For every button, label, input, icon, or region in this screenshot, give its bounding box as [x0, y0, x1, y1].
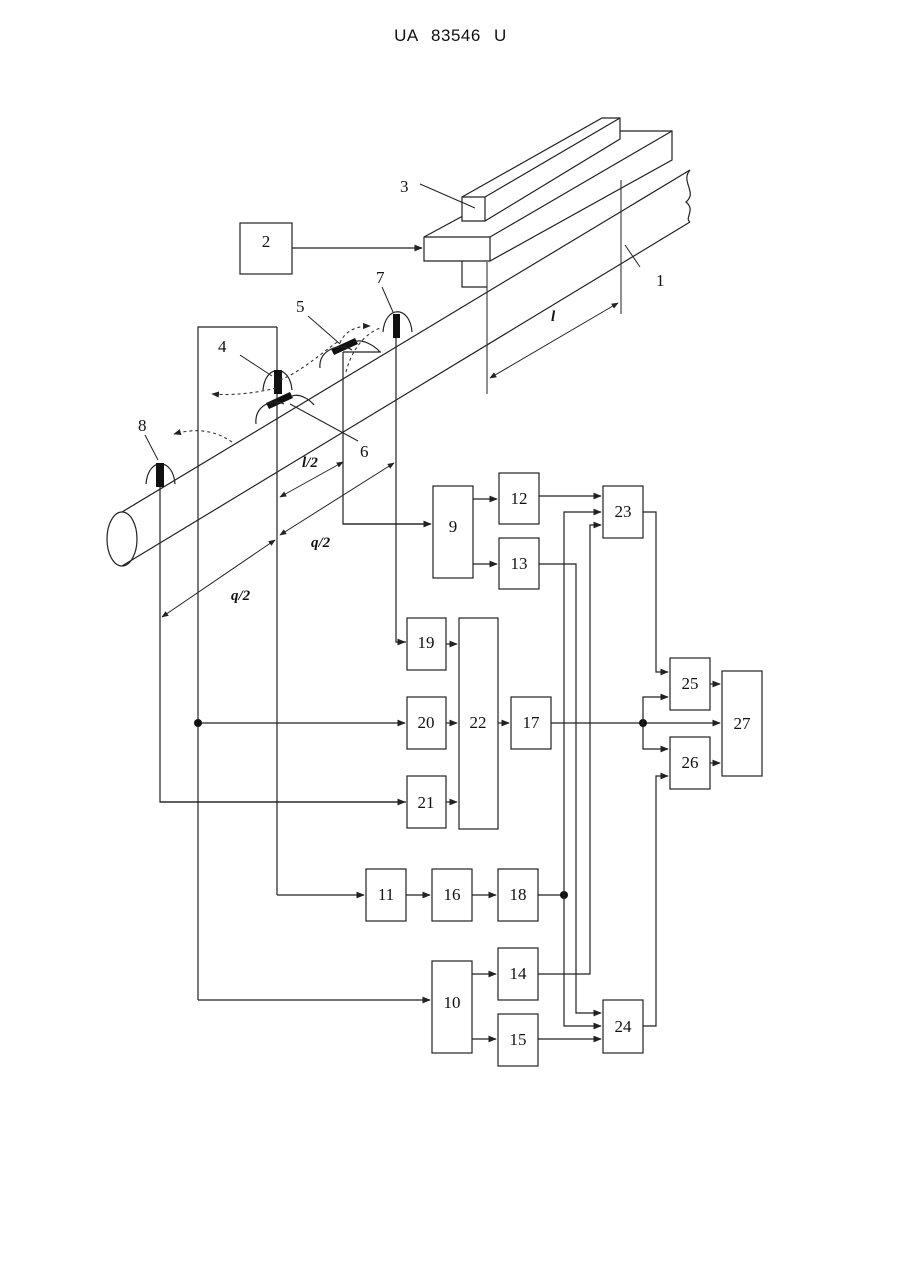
block-25-label: 25 [682, 674, 699, 693]
label-7: 7 [376, 268, 385, 287]
sensor-5 [320, 326, 380, 372]
sensor-7 [383, 312, 412, 338]
block-20-label: 20 [418, 713, 435, 732]
block-22-label: 22 [470, 713, 487, 732]
block-12-label: 12 [511, 489, 528, 508]
label-3: 3 [400, 177, 409, 196]
label-1: 1 [656, 271, 665, 290]
block-13-label: 13 [511, 554, 528, 573]
block-2-label: 2 [262, 232, 271, 251]
label-6: 6 [360, 442, 369, 461]
block-15-label: 15 [510, 1030, 527, 1049]
block-23-label: 23 [615, 502, 632, 521]
block-21-label: 21 [418, 793, 435, 812]
sensor-4 [212, 340, 340, 395]
block-16-label: 16 [444, 885, 461, 904]
block-27-label: 27 [734, 714, 752, 733]
label-8: 8 [138, 416, 147, 435]
block-14-label: 14 [510, 964, 528, 983]
block-11-label: 11 [378, 885, 394, 904]
dimension-l-half-label: l/2 [302, 455, 318, 471]
block-19-label: 19 [418, 633, 435, 652]
sensor-6 [256, 392, 314, 424]
block-9-label: 9 [449, 517, 458, 536]
sensor-8 [146, 431, 232, 487]
dimension-l-label: l [551, 309, 556, 325]
dimension-q-half-upper-label: q/2 [311, 535, 331, 551]
block-26-label: 26 [682, 753, 699, 772]
label-4: 4 [218, 337, 227, 356]
block-10-label: 10 [444, 993, 461, 1012]
block-24-label: 24 [615, 1017, 633, 1036]
block-18-label: 18 [510, 885, 527, 904]
dimension-q-half-lower-label: q/2 [231, 588, 251, 604]
label-5: 5 [296, 297, 305, 316]
block-17-label: 17 [523, 713, 541, 732]
